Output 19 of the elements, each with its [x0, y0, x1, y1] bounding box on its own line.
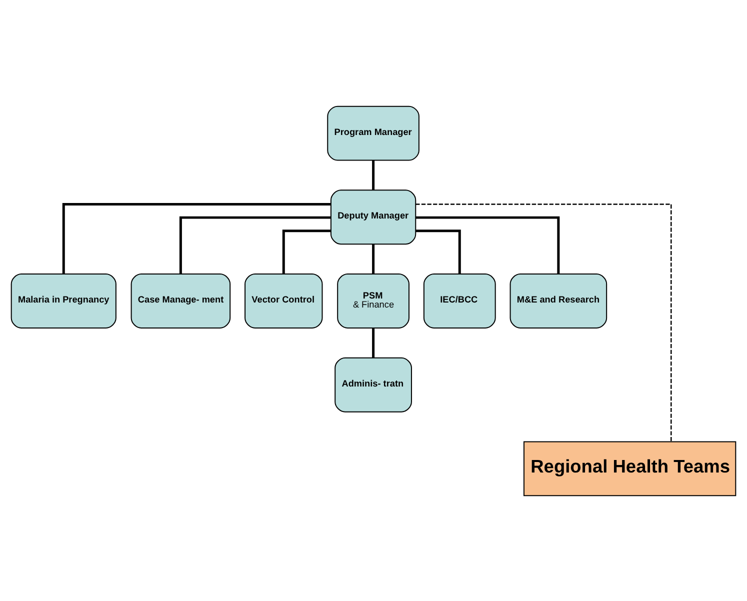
- connector: [372, 160, 375, 190]
- node-box: PSM & Finance: [337, 273, 410, 328]
- node-box: Regional Health Teams: [523, 440, 736, 496]
- connector: [62, 202, 331, 274]
- node-box: Case Manage- ment: [130, 273, 231, 328]
- node-box: Vector Control: [244, 273, 323, 328]
- connector: [416, 229, 461, 274]
- node-box: Deputy Manager: [330, 189, 416, 244]
- node-box: Adminis- tratn: [334, 356, 412, 412]
- node-box: Malaria in Pregnancy: [10, 273, 116, 328]
- node-box: Program Manager: [327, 105, 420, 160]
- node-box: IEC/BCC: [423, 273, 496, 328]
- connector: [416, 216, 560, 274]
- node-box: M&E and Research: [510, 273, 608, 328]
- connector: [372, 328, 375, 358]
- connector: [282, 229, 331, 274]
- connector: [179, 216, 331, 274]
- connector: [416, 203, 672, 442]
- connector: [372, 244, 375, 274]
